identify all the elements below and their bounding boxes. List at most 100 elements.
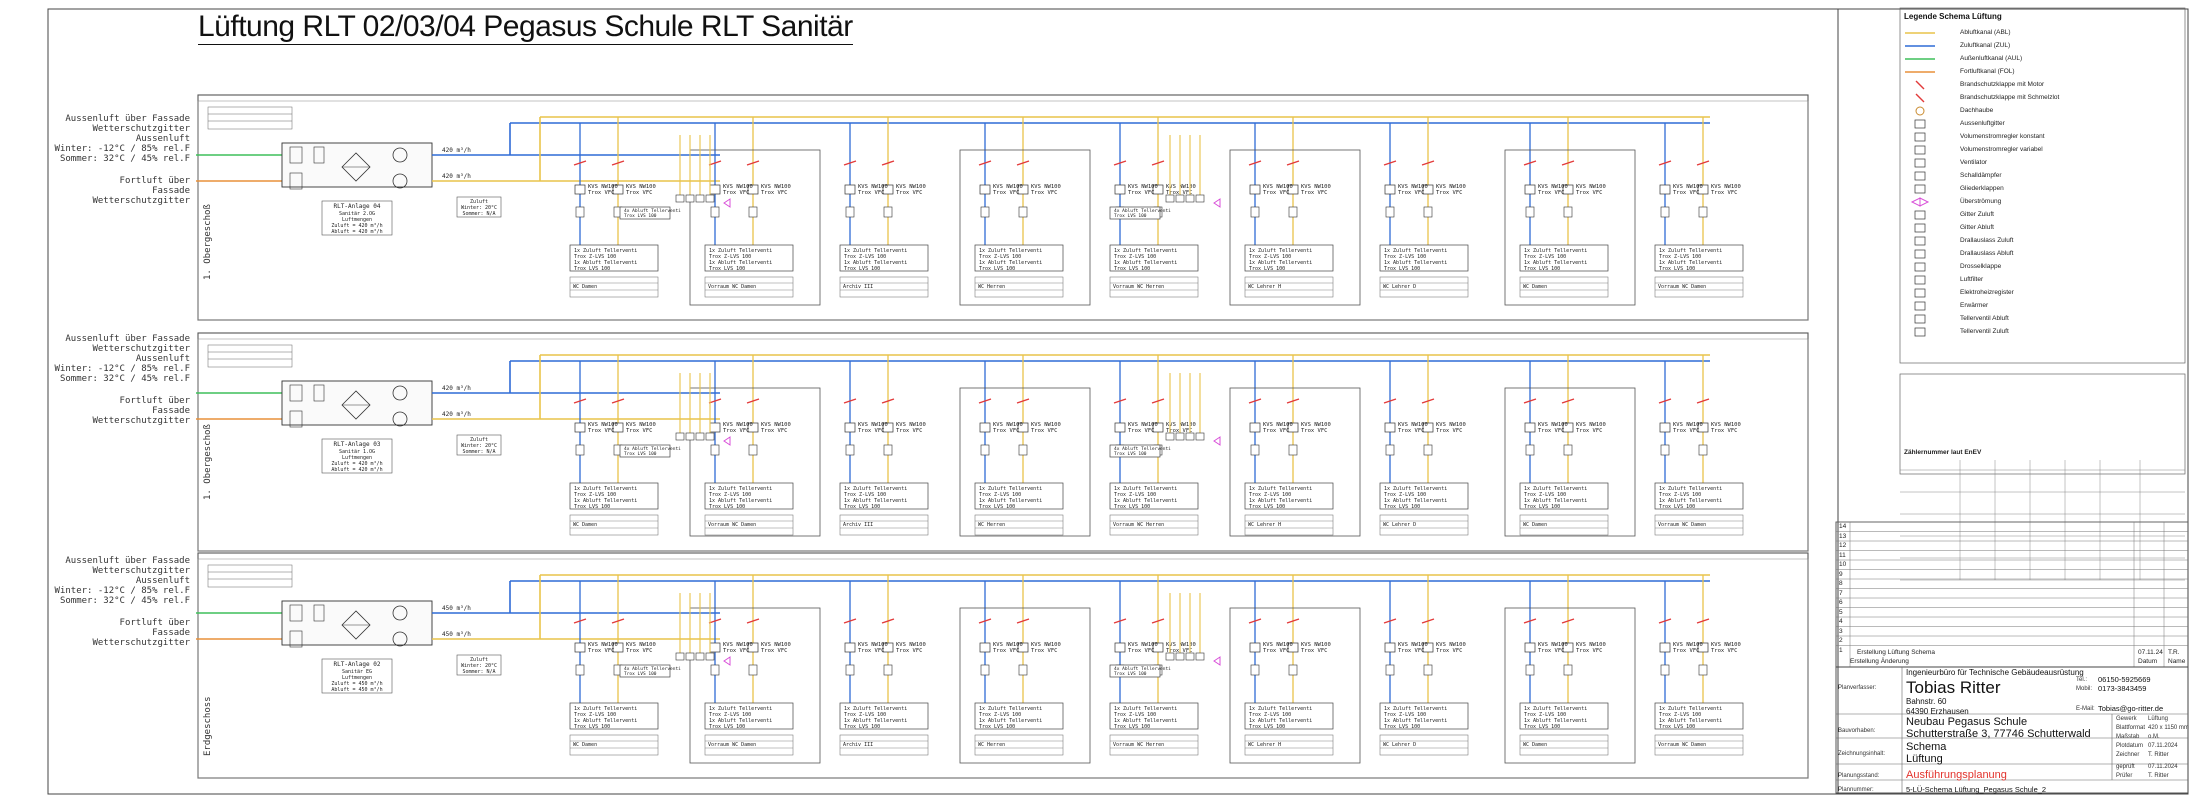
massstab-value: o.M. <box>2148 734 2160 740</box>
silencer-icon <box>1288 206 1298 218</box>
vav-box <box>1249 642 1261 653</box>
valve-line: Trox Z-LVS 100 <box>709 712 751 718</box>
valve-line: 1x Abluft Tellerventi <box>1384 718 1447 724</box>
valve-line: 1x Zuluft Tellerventi <box>1384 706 1447 712</box>
grille-icon <box>695 652 705 661</box>
vav-make: Trox VFC <box>1166 648 1193 654</box>
ahu-info-line: Sanitär 2.OG <box>339 211 375 217</box>
ahu-filter <box>289 384 303 402</box>
legend-item-label: Zuluftkanal (ZUL) <box>1960 42 2011 49</box>
outside-air-text-3c: Aussenluft <box>135 576 190 586</box>
vav-box <box>709 642 721 653</box>
silencer-icon <box>845 206 855 218</box>
vav-box <box>882 184 894 195</box>
valve-line: 1x Abluft Tellerventi <box>1659 498 1722 504</box>
room-name: WC Damen <box>1523 742 1547 748</box>
valve-line: Trox LVS 100 <box>574 504 610 510</box>
valve-line: Trox LVS 100 <box>1249 724 1285 730</box>
vav-box <box>1659 422 1671 433</box>
vav-make: Trox VFC <box>993 190 1020 196</box>
silencer-icon <box>1250 444 1260 456</box>
vav-type: KVS NW100 <box>1128 422 1158 428</box>
room-name: Vorraum WC Herren <box>1113 284 1164 290</box>
vav-box <box>844 422 856 433</box>
fire-damper-icon <box>843 398 857 404</box>
vav-type: KVS NW100 <box>588 642 618 648</box>
room-tag <box>1109 734 1199 756</box>
fire-damper-icon <box>978 618 992 624</box>
vav-box <box>1017 422 1029 433</box>
valve-line: Trox LVS 100 <box>1659 724 1695 730</box>
valve-line: 1x Abluft Tellerventi <box>979 498 1042 504</box>
vav-type: KVS NW100 <box>1398 184 1428 190</box>
vav-make: Trox VFC <box>723 190 750 196</box>
silencer-icon <box>1288 444 1298 456</box>
valve-line: Trox LVS 100 <box>709 266 745 272</box>
revision-number: 5 <box>1839 608 1843 616</box>
exhaust-fan-icon <box>392 173 408 189</box>
room-outline <box>689 607 821 764</box>
vav-box <box>1249 184 1261 195</box>
vav-box <box>1287 422 1299 433</box>
valve-line: 1x Abluft Tellerventi <box>979 718 1042 724</box>
room-name: Archiv III <box>843 522 873 528</box>
room-tag <box>569 276 659 298</box>
page-title: Lüftung RLT 02/03/04 Pegasus Schule RLT … <box>198 10 853 45</box>
fire-damper-icon <box>1561 160 1575 166</box>
vav-box <box>1152 642 1164 653</box>
valve-line: Trox LVS 100 <box>1659 504 1695 510</box>
flow-label: 450 m³/h <box>442 605 471 612</box>
format-value: 420 x 1150 mm <box>2148 725 2189 731</box>
fire-damper-icon <box>881 160 895 166</box>
vav-type: KVS NW100 <box>1711 184 1741 190</box>
vav-make: Trox VFC <box>858 428 885 434</box>
temp-line: Zuluft <box>470 199 488 205</box>
grille-icon <box>1195 652 1205 661</box>
vav-box <box>1152 422 1164 433</box>
room-name: WC Lehrer H <box>1248 742 1281 748</box>
valve-line: 1x Zuluft Tellerventi <box>1659 248 1722 254</box>
vav-box <box>1659 642 1671 653</box>
vav-make: Trox VFC <box>588 648 615 654</box>
vav-type: KVS NW100 <box>723 642 753 648</box>
valve-line: 1x Zuluft Tellerventi <box>709 248 772 254</box>
exhaust-valve-box <box>619 444 671 458</box>
vav-make: Trox VFC <box>1398 190 1425 196</box>
fire-damper-icon <box>1286 160 1300 166</box>
vav-type: KVS NW100 <box>1031 422 1061 428</box>
valve-line: Trox LVS 100 <box>844 504 880 510</box>
ahu-info-line: Zuluft = 450 m³/h <box>331 681 382 687</box>
room-name: Vorraum WC Damen <box>708 284 756 290</box>
valve-box <box>1109 244 1199 272</box>
exhaust-valve-line: 4x Abluft Tellerventi <box>1114 666 1171 672</box>
legend-item-label: Schalldämpfer <box>1960 172 2002 179</box>
room-tag <box>1654 734 1744 756</box>
valve-line: Trox LVS 100 <box>979 504 1015 510</box>
plotdatum-label: Plotdatum <box>2116 743 2144 749</box>
ahu-info-line: Luftmengen <box>342 455 372 461</box>
grille-icon <box>675 194 685 203</box>
valve-box <box>1244 482 1334 510</box>
vav-box <box>882 642 894 653</box>
fire-damper-icon <box>1151 618 1165 624</box>
outside-air-text-1c: Aussenluft <box>135 134 190 144</box>
legend-item-label: Abluftkanal (ABL) <box>1960 29 2011 36</box>
room-name: Vorraum WC Herren <box>1113 522 1164 528</box>
fire-damper-icon <box>881 618 895 624</box>
valve-box <box>974 482 1064 510</box>
vav-box <box>1562 184 1574 195</box>
room-outline <box>959 149 1091 306</box>
temp-line: Winter: 20°C <box>461 205 497 211</box>
valve-line: 1x Abluft Tellerventi <box>1384 498 1447 504</box>
legend-box-symbol <box>1914 262 1926 272</box>
vav-box <box>1422 422 1434 433</box>
vav-type: KVS NW100 <box>1031 184 1061 190</box>
exhaust-text-1c: Wetterschutzgitter <box>92 196 190 206</box>
valve-line: Trox Z-LVS 100 <box>1524 254 1566 260</box>
flow-label: 420 m³/h <box>442 173 471 180</box>
silencer-icon <box>1525 444 1535 456</box>
vav-make: Trox VFC <box>761 190 788 196</box>
room-tag <box>1654 514 1744 536</box>
bauvorhaben-label: Bauvorhaben: <box>1838 728 1876 734</box>
vav-type: KVS NW100 <box>588 184 618 190</box>
